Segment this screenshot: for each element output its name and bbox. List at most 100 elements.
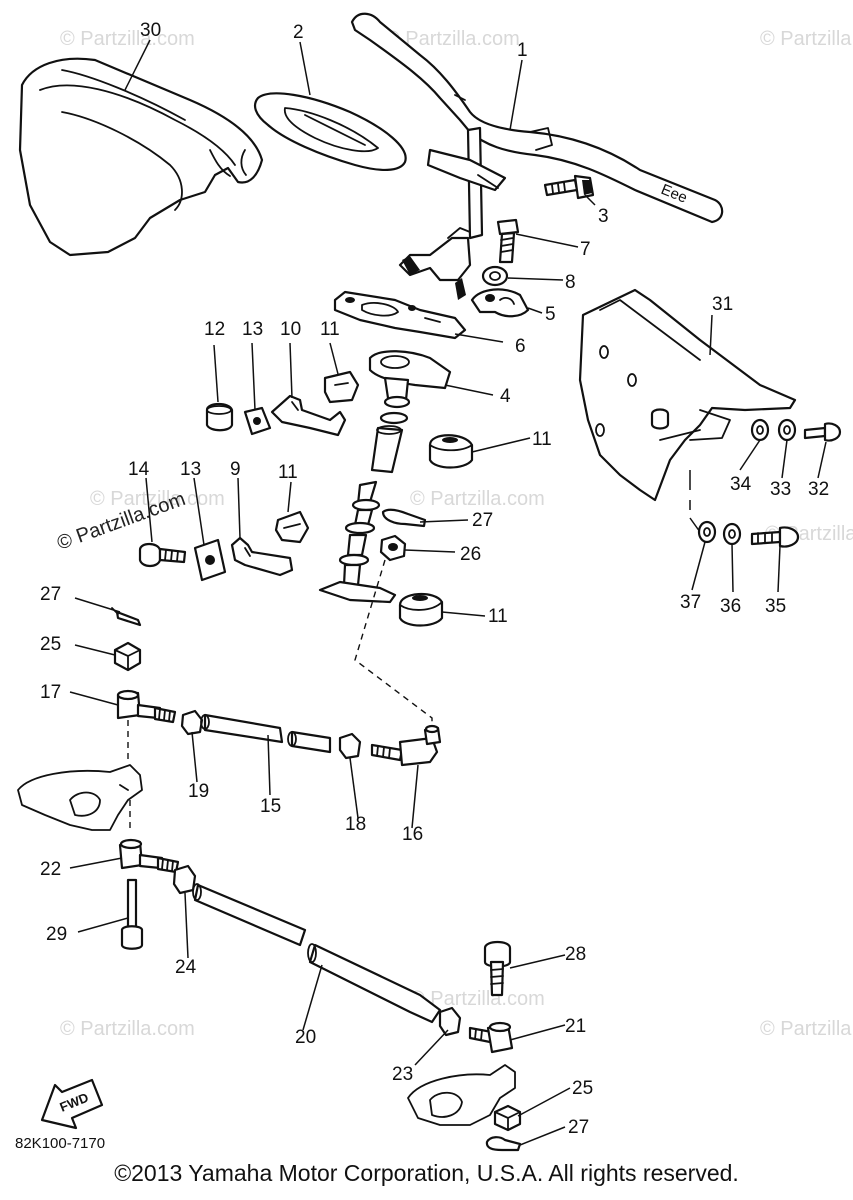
label-1: 1 [517,40,528,61]
part-19-nut [180,709,204,736]
part-22-ball-joint [118,838,180,874]
part-18-nut [338,732,362,760]
part-lower-steering-column [318,480,397,604]
label-8: 8 [565,272,576,293]
watermark: © Partzilla.com [760,1018,853,1040]
watermark: © Partzilla.com [60,28,195,50]
part-37-washer [697,520,717,544]
label-26: 26 [460,544,481,565]
part-29-bolt [120,878,144,950]
part-34-washer [750,418,770,442]
part-2-handle-pad [254,92,407,171]
part-6-bracket [333,290,467,340]
label-7: 7 [580,239,591,260]
part-13-plate-upper [243,406,272,436]
fwd-arrow-icon: FWD [40,1078,104,1130]
part-11-bushing-top [323,370,360,404]
label-11: 11 [278,462,298,483]
part-21-ball-joint [468,1021,514,1054]
part-16-ball-joint [370,724,442,767]
label-13: 13 [180,459,201,480]
label-10: 10 [280,319,301,340]
label-27: 27 [40,584,61,605]
label-12: 12 [204,319,225,340]
part-24-nut [172,864,197,895]
label-19: 19 [188,781,209,802]
label-22: 22 [40,859,61,880]
part-23-nut [438,1006,462,1037]
part-30-front-cover [18,57,264,257]
label-36: 36 [720,596,741,617]
label-14: 14 [128,459,150,480]
label-11: 11 [532,429,552,450]
leader-lines [69,39,827,1146]
part-11-bushing-upper [428,434,474,469]
label-11: 11 [320,319,340,340]
hull-bracket-upper [17,764,143,831]
watermark: © Partzilla.com [385,28,520,50]
part-25-nut-upper [113,641,142,672]
part-25-nut-lower [493,1104,522,1132]
watermark: © Partzilla.com [760,28,853,50]
diagram-code: 82K100-7170 [15,1135,105,1152]
copyright-notice: ©2013 Yamaha Motor Corporation, U.S.A. A… [114,1160,739,1186]
part-1-handlebar: Eee [350,12,724,300]
label-33: 33 [770,479,791,500]
label-23: 23 [392,1064,413,1085]
label-32: 32 [808,479,829,500]
watermark: © Partzilla.com [410,488,545,510]
label-3: 3 [598,206,609,227]
label-27: 27 [568,1117,589,1138]
label-20: 20 [295,1027,316,1048]
label-6: 6 [515,336,526,357]
part-36-washer [722,522,742,546]
part-31-side-cover [578,288,797,502]
part-11-bushing-lower [398,593,444,627]
part-14-bolt [138,542,187,568]
part-13-plate-lower [193,538,227,582]
label-31: 31 [712,294,733,315]
part-15-rod [200,713,332,754]
label-29: 29 [46,924,67,945]
label-37: 37 [680,592,701,613]
part-7-bolt [496,218,520,264]
label-30: 30 [140,20,161,41]
part-26-nut [379,534,407,562]
part-35-screw [750,526,800,548]
watermark: © Partzilla.com [410,988,545,1010]
label-16: 16 [402,824,423,845]
part-11-bushing-middle [274,510,310,544]
part-5-clamp [470,288,530,318]
label-28: 28 [565,944,586,965]
part-27-cotter-pin-upper [381,508,427,528]
label-34: 34 [730,474,752,495]
hull-bracket-lower [407,1064,516,1126]
part-17-ball-joint [116,689,177,724]
part-32-screw [803,422,842,442]
label-18: 18 [345,814,366,835]
part-labels: 30 2 1 3 7 8 5 6 4 11 12 13 10 11 14 13 … [40,20,829,1138]
part-20-rod [192,883,442,1024]
label-5: 5 [545,304,556,325]
label-9: 9 [230,459,241,480]
part-9-bracket [230,536,294,577]
label-25: 25 [572,1078,593,1099]
label-25: 25 [40,634,61,655]
watermark: © Partzilla.com [60,1018,195,1040]
label-15: 15 [260,796,281,817]
part-10-bracket [270,394,347,437]
label-2: 2 [293,22,304,43]
label-35: 35 [765,596,786,617]
part-8-nut [481,265,509,287]
label-27: 27 [472,510,493,531]
part-3-bolt [543,174,595,200]
part-4-steering-column [368,350,452,474]
label-13: 13 [242,319,263,340]
label-24: 24 [175,957,197,978]
part-28-bolt [483,940,512,997]
label-17: 17 [40,682,61,703]
leader-line [689,470,701,533]
part-27-cotter-pin-lower [485,1136,522,1152]
label-21: 21 [565,1016,586,1037]
